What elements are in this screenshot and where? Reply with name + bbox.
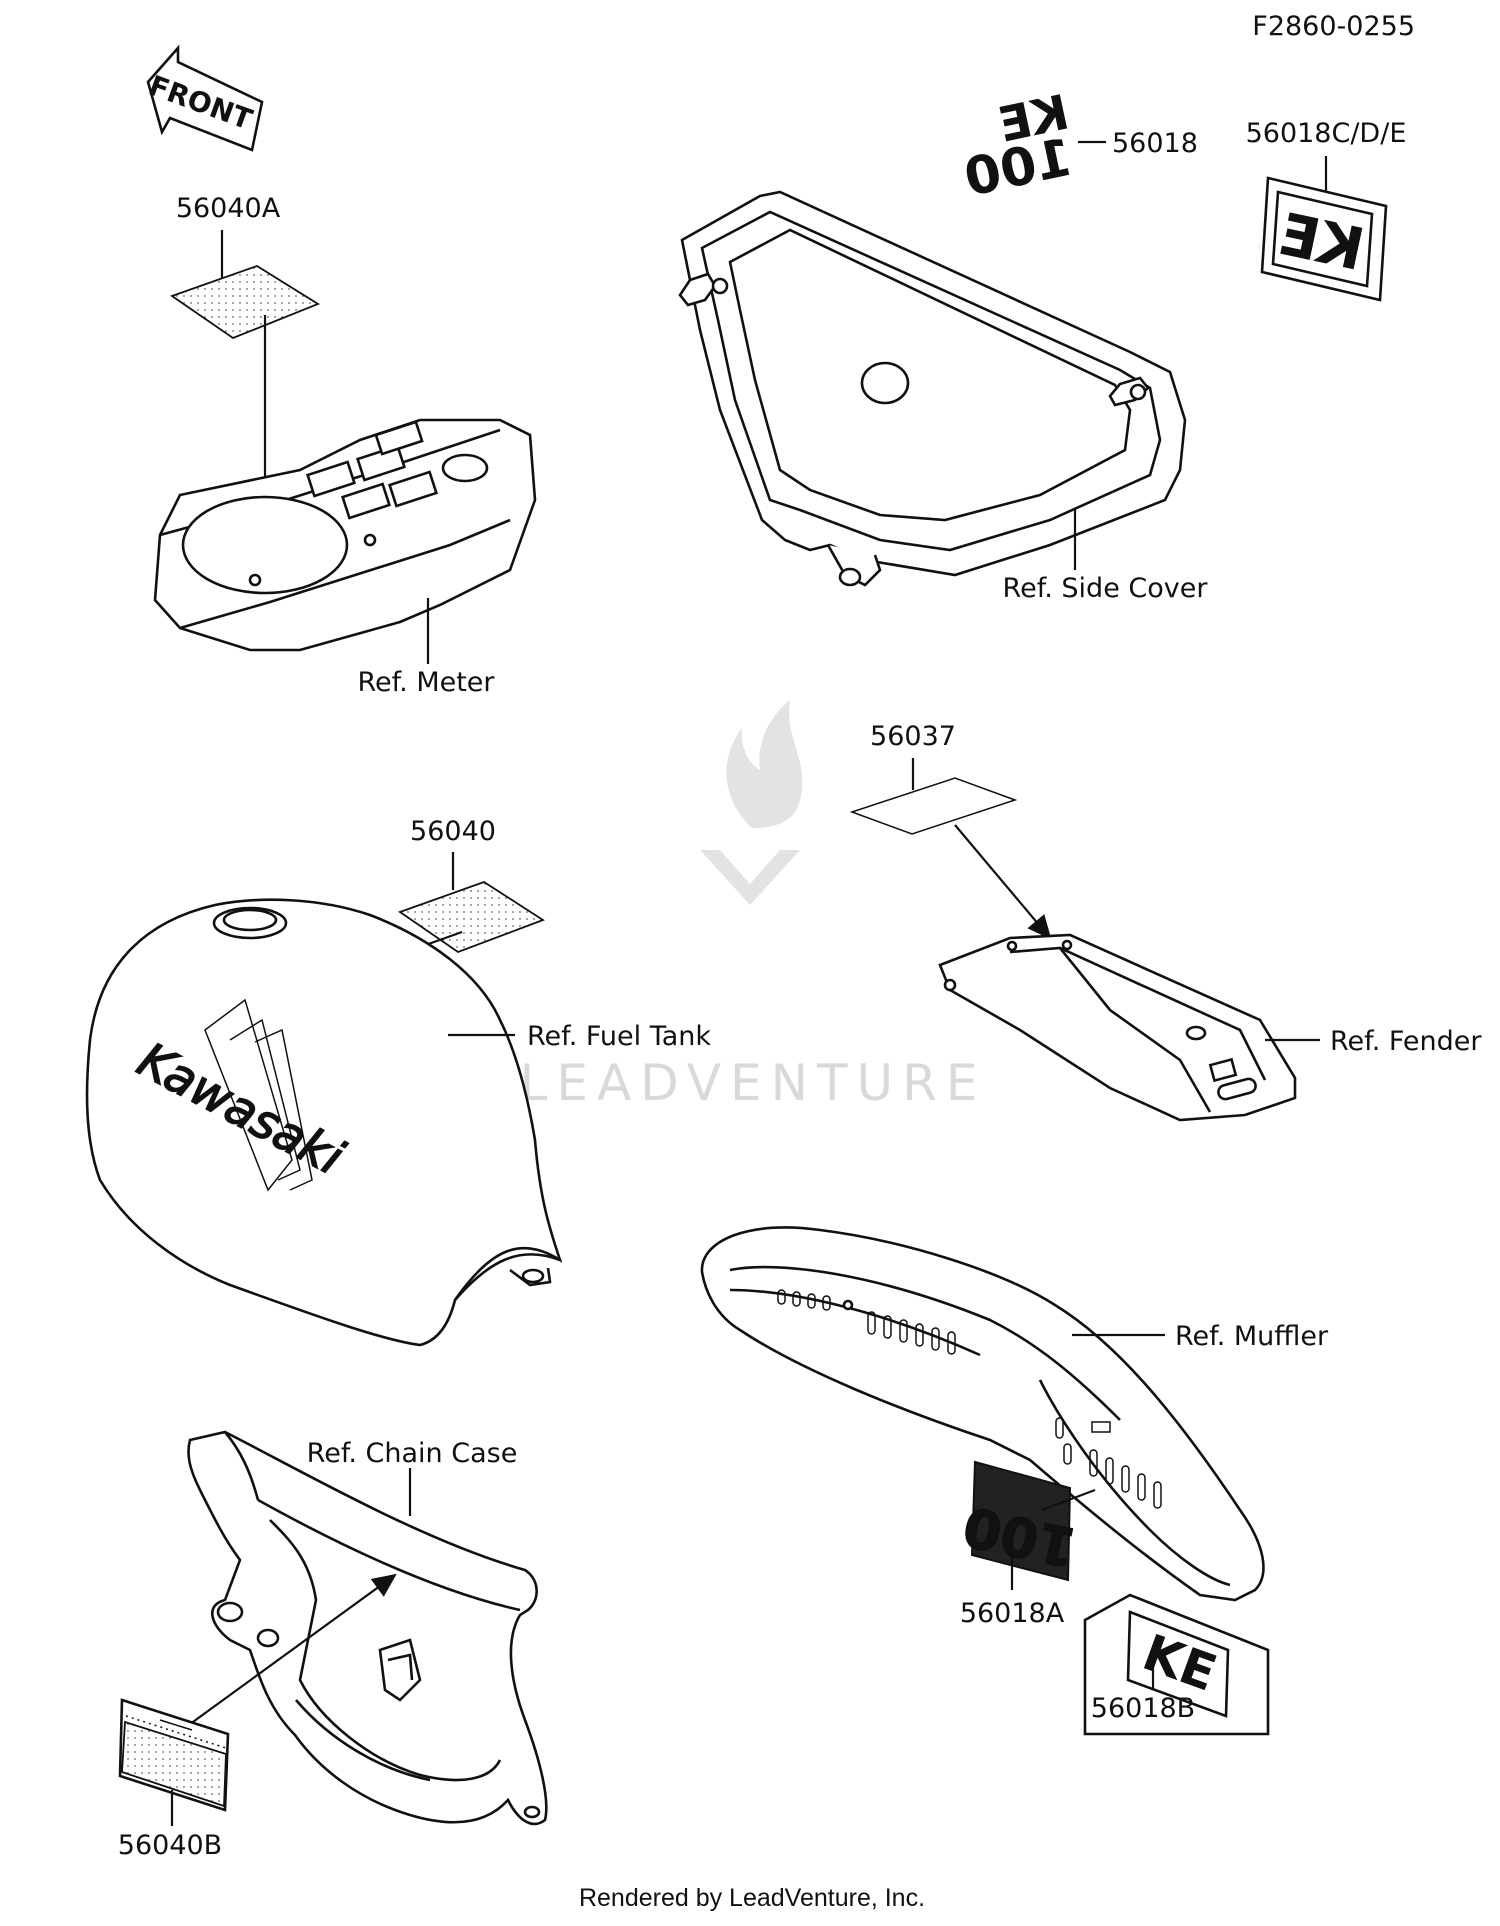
front-arrow: FRONT [145,44,264,152]
diagram-code: F2860-0255 [1252,11,1415,42]
footer-credit: Rendered by LeadVenture, Inc. [579,1884,925,1912]
ref-fuel-tank: Ref. Fuel Tank [527,1021,711,1052]
decal-56018: KE 100 [959,84,1078,208]
ref-muffler: Ref. Muffler [1175,1321,1329,1352]
part-number-56037: 56037 [870,721,956,752]
decal-56037 [849,777,1018,835]
part-number-56040B: 56040B [118,1830,222,1861]
ref-fender: Ref. Fender [1330,1026,1482,1057]
part-number-56040A: 56040A [176,193,281,224]
watermark-flame-icon [726,700,803,828]
ref-side-cover: Ref. Side Cover [1003,573,1209,604]
watermark: LEADVENTURE [520,700,987,1112]
side-cover-group: KE 100 56018 56018C/D/E KE Ref. Side Cov… [678,84,1407,604]
part-number-56018: 56018 [1112,128,1198,159]
part-number-56018A: 56018A [960,1598,1065,1629]
ref-chain-case: Ref. Chain Case [307,1438,518,1469]
decal-56018CDE: KE [1260,176,1388,302]
fender-group: 56037 Ref. Fender [849,721,1482,1122]
watermark-v-icon [700,850,800,905]
svg-text:100: 100 [959,128,1078,209]
decal-56040A [170,265,320,340]
decal-56018B: KE [1083,1593,1270,1736]
fuel-tank-group: 56040 Kawasaki Ref. Fuel Tank [85,816,711,1347]
part-number-56040: 56040 [410,816,496,847]
decal-56040B [118,1698,230,1812]
watermark-text: LEADVENTURE [520,1054,987,1112]
decal-56040 [398,881,545,954]
ref-meter: Ref. Meter [357,667,495,698]
part-number-56018CDE: 56018C/D/E [1246,118,1407,149]
meter-group: 56040A Ref. Meter [153,193,537,698]
chain-case-group: Ref. Chain Case 56040B [118,1430,548,1861]
muffler-group: Ref. Muffler 100 56018A KE 56018B [700,1226,1329,1736]
part-number-56018B: 56018B [1091,1693,1195,1724]
